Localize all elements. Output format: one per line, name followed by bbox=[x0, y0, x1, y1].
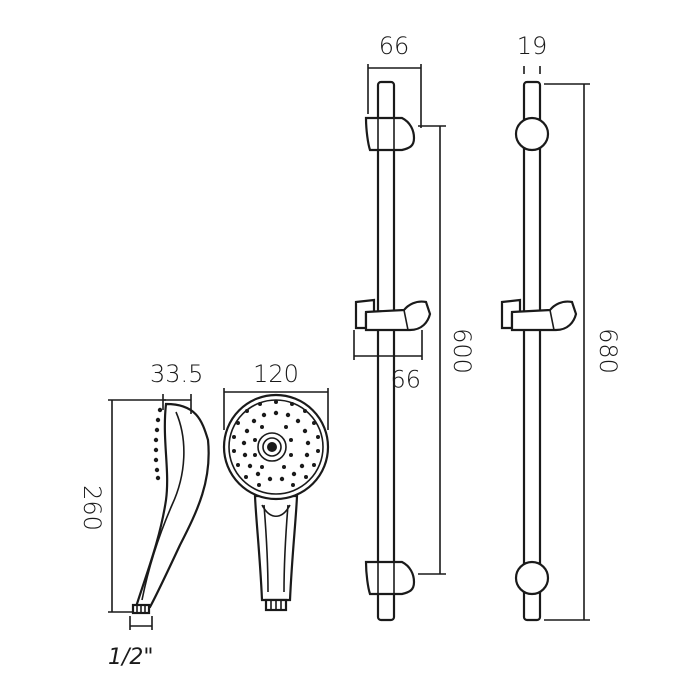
dim-rail-side-diameter: 19 bbox=[517, 32, 548, 60]
dim-handset-side-width: 33.5 bbox=[150, 360, 203, 388]
handset-front-view: 120 bbox=[222, 360, 330, 612]
dim-handset-side-height: 260 bbox=[78, 485, 106, 531]
dim-rail-bracket-span: 600 bbox=[448, 328, 476, 374]
handset-side-view: 33.5 260 1/2" bbox=[78, 360, 210, 670]
dim-handset-front-width: 120 bbox=[253, 360, 299, 388]
handset-side-nozzles bbox=[153, 407, 163, 481]
rail-front-view: 66 99 600 bbox=[353, 32, 476, 622]
dim-rail-total-length: 680 bbox=[594, 328, 622, 374]
dim-handset-connector: 1/2" bbox=[108, 645, 154, 670]
dim-rail-bracket-width: 66 bbox=[379, 32, 410, 60]
handset-front-nozzles bbox=[232, 400, 320, 487]
rail-side-view: 19 680 bbox=[500, 32, 622, 622]
dim-rail-holder-offset: 99 bbox=[391, 364, 422, 392]
